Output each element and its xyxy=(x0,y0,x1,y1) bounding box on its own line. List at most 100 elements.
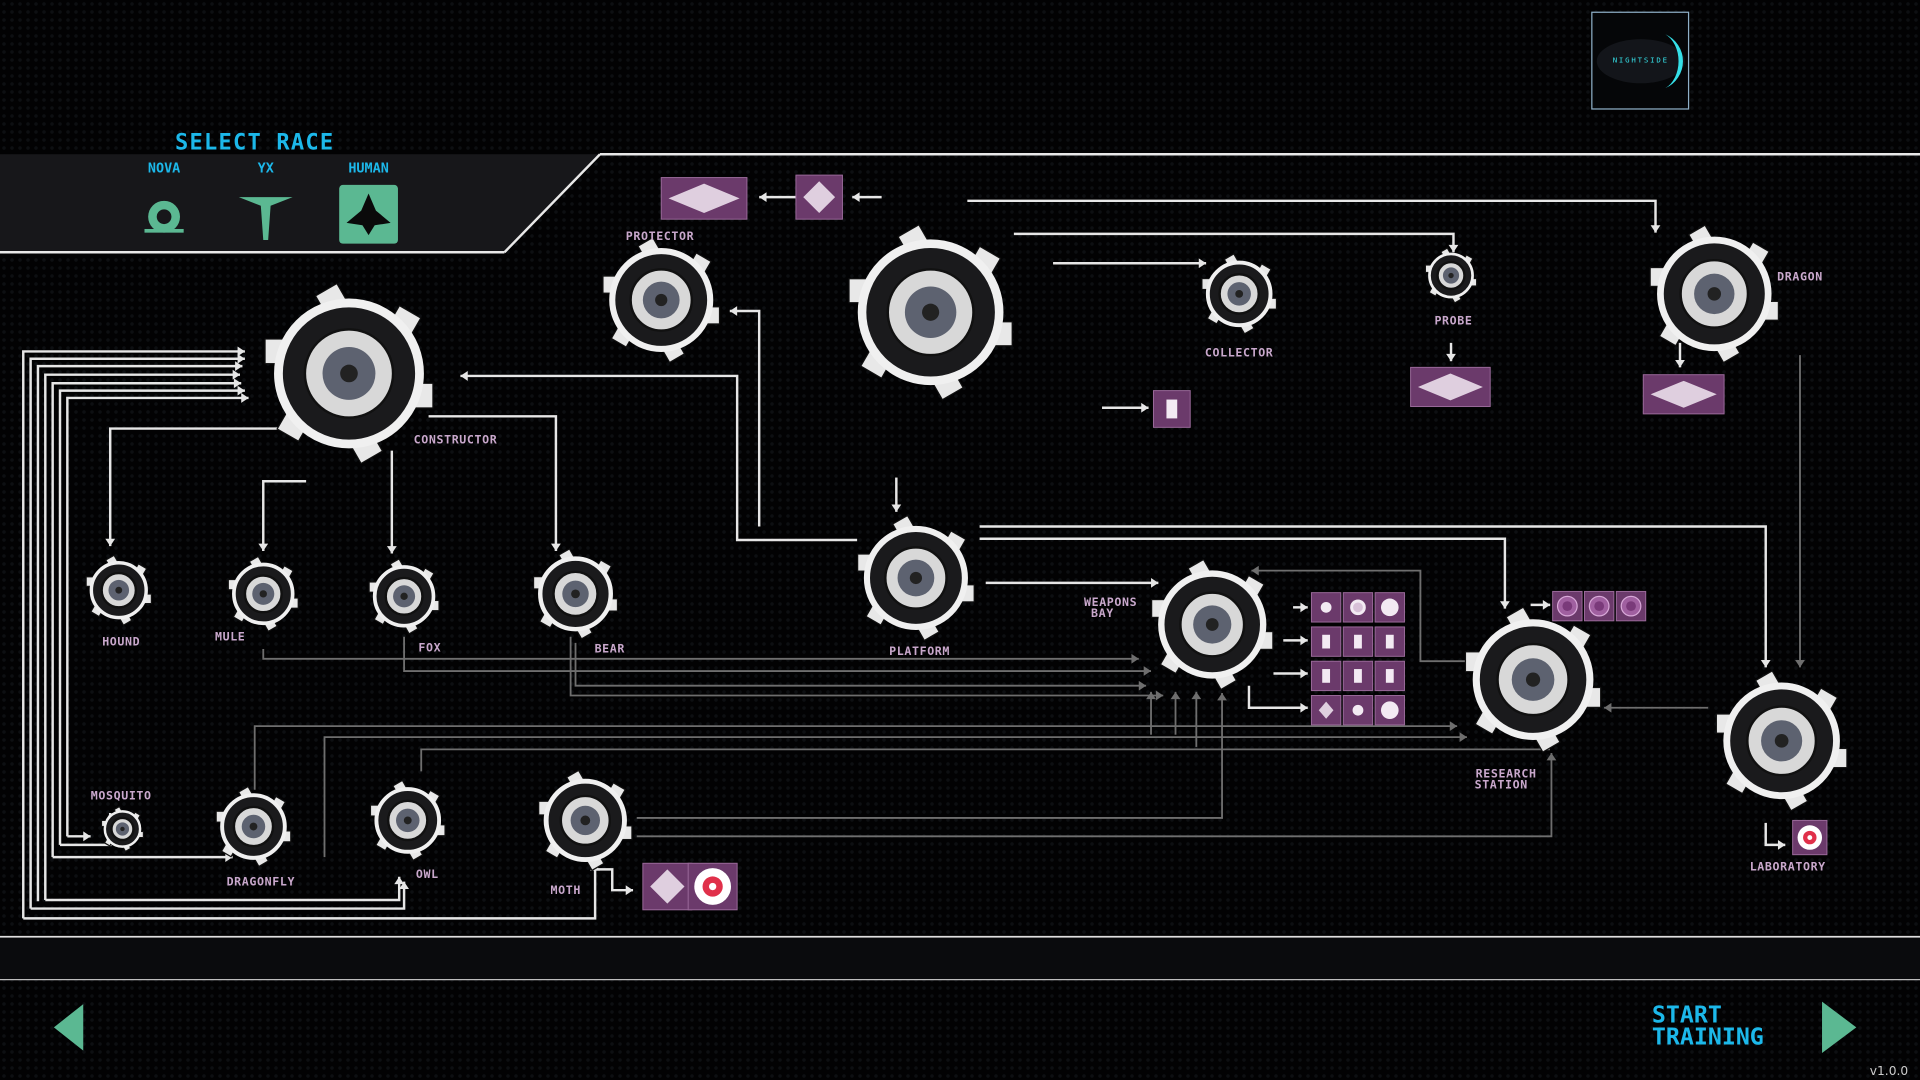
connection-line xyxy=(30,881,406,910)
upgrade-tile[interactable] xyxy=(795,174,843,220)
bear-unit-icon xyxy=(532,548,619,640)
upgrade-tile[interactable] xyxy=(1310,592,1342,623)
unit-nodes: CONSTRUCTOR PROTECTOR COLLECTOR PROBE DRAGON… xyxy=(85,223,1848,897)
unit-moth[interactable]: MOTH xyxy=(538,769,633,897)
arrowhead-icon xyxy=(1217,693,1227,701)
upgrade-tile[interactable] xyxy=(1310,660,1342,692)
connection-line xyxy=(66,396,249,837)
arrowhead-icon xyxy=(1459,732,1467,743)
back-button[interactable] xyxy=(53,1004,84,1051)
upgrade-tile[interactable] xyxy=(1342,660,1374,692)
race-panel xyxy=(0,154,600,253)
bear-label: BEAR xyxy=(595,642,625,656)
upgrade-tile[interactable] xyxy=(1342,592,1374,623)
arrowhead-icon xyxy=(1143,666,1152,676)
upgrade-tile[interactable] xyxy=(1552,590,1583,622)
connection-line xyxy=(420,734,1550,772)
unit-mule[interactable]: MULE xyxy=(215,555,299,643)
connection-line xyxy=(1764,822,1786,847)
dragon-unit-icon xyxy=(1649,224,1780,364)
race-option-nova[interactable]: NOVA xyxy=(144,162,184,233)
weapons-bay-label: WEAPONS xyxy=(1084,595,1137,609)
unit-mothership[interactable] xyxy=(848,223,1013,401)
connection-line xyxy=(22,350,245,919)
race-option-human[interactable]: HUMAN xyxy=(339,162,398,244)
unit-dragon[interactable]: DRAGON xyxy=(1649,224,1823,364)
upgrade-tile[interactable] xyxy=(1792,819,1828,856)
mule-label: MULE xyxy=(215,629,245,643)
upgrade-tile[interactable] xyxy=(687,862,738,911)
arrowhead-icon xyxy=(1760,660,1771,668)
arrowhead-icon xyxy=(1449,721,1458,732)
arrowhead-icon xyxy=(551,543,561,552)
unit-protector[interactable]: PROTECTOR xyxy=(602,229,721,364)
arrowhead-icon xyxy=(258,543,269,552)
connection-line xyxy=(262,648,1139,660)
unit-fox[interactable]: FOX xyxy=(368,558,441,655)
triangle-right-icon[interactable] xyxy=(1822,1001,1857,1054)
arrowhead-icon xyxy=(237,346,245,357)
connection-line xyxy=(569,636,1164,697)
arrowhead-icon xyxy=(232,369,240,380)
unit-owl[interactable]: OWL xyxy=(369,779,446,881)
start-training-label-line1: START xyxy=(1652,1001,1722,1028)
nova-race-icon xyxy=(144,200,184,233)
arrowhead-icon xyxy=(1141,402,1149,413)
hound-unit-icon xyxy=(85,554,153,627)
connection-line xyxy=(323,736,1467,858)
connection-line xyxy=(108,427,282,547)
upgrade-tile[interactable] xyxy=(1374,626,1405,657)
arrowhead-icon xyxy=(1500,601,1510,609)
research-station-label: RESEARCH xyxy=(1476,767,1537,781)
arrowhead-icon xyxy=(1604,702,1612,713)
unit-mosquito[interactable]: MOSQUITO xyxy=(91,789,152,853)
unit-probe[interactable]: PROBE xyxy=(1424,247,1478,327)
unit-dragonfly[interactable]: DRAGONFLY xyxy=(215,785,295,889)
unit-platform[interactable]: PLATFORM xyxy=(857,514,975,659)
dragonfly-unit-icon xyxy=(215,785,292,868)
footer-band xyxy=(0,937,1920,980)
arrowhead-icon xyxy=(233,378,242,389)
upgrade-tile[interactable] xyxy=(1310,626,1342,657)
arrowhead-icon xyxy=(1650,225,1661,233)
upgrade-tile[interactable] xyxy=(1374,592,1405,623)
upgrade-tile[interactable] xyxy=(660,177,748,220)
upgrade-tile[interactable] xyxy=(1374,695,1405,726)
unit-collector[interactable]: COLLECTOR xyxy=(1201,253,1278,359)
arrowhead-icon xyxy=(1191,691,1202,700)
arrowhead-icon xyxy=(1300,602,1308,613)
moth-label: MOTH xyxy=(550,883,580,897)
connection-line xyxy=(403,636,1152,672)
unit-constructor[interactable]: CONSTRUCTOR xyxy=(264,282,497,465)
connection-line xyxy=(967,199,1657,233)
arrowhead-icon xyxy=(1155,690,1164,701)
moth-unit-icon xyxy=(538,769,633,872)
arrowhead-icon xyxy=(399,881,409,889)
arrowhead-icon xyxy=(729,306,738,316)
upgrade-tile[interactable] xyxy=(1310,695,1342,726)
upgrade-tile[interactable] xyxy=(1615,590,1647,622)
upgrade-tile[interactable] xyxy=(1374,660,1405,692)
nightside-logo: NIGHTSIDE xyxy=(1591,11,1690,110)
upgrade-tile[interactable] xyxy=(1584,590,1615,622)
upgrade-tile[interactable] xyxy=(642,862,693,911)
upgrade-tile[interactable] xyxy=(1342,626,1374,657)
owl-label: OWL xyxy=(416,867,439,881)
upgrade-tile[interactable] xyxy=(1152,390,1191,428)
upgrade-tile[interactable] xyxy=(1342,695,1374,726)
start-training-button[interactable]: START TRAINING xyxy=(1652,1001,1857,1054)
connection-line xyxy=(253,725,1458,790)
upgrade-tile[interactable] xyxy=(1642,374,1725,415)
unit-bear[interactable]: BEAR xyxy=(532,548,625,656)
yx-race-icon xyxy=(238,197,293,240)
unit-laboratory[interactable]: LABORATORY xyxy=(1715,670,1848,874)
upgrade-tile[interactable] xyxy=(1410,366,1491,408)
constructor-unit-icon xyxy=(264,282,434,465)
mosquito-unit-icon xyxy=(100,805,145,853)
arrowhead-icon xyxy=(241,393,249,403)
race-option-yx[interactable]: YX xyxy=(238,162,293,240)
connection-line xyxy=(36,364,243,902)
unit-hound[interactable]: HOUND xyxy=(85,554,153,648)
